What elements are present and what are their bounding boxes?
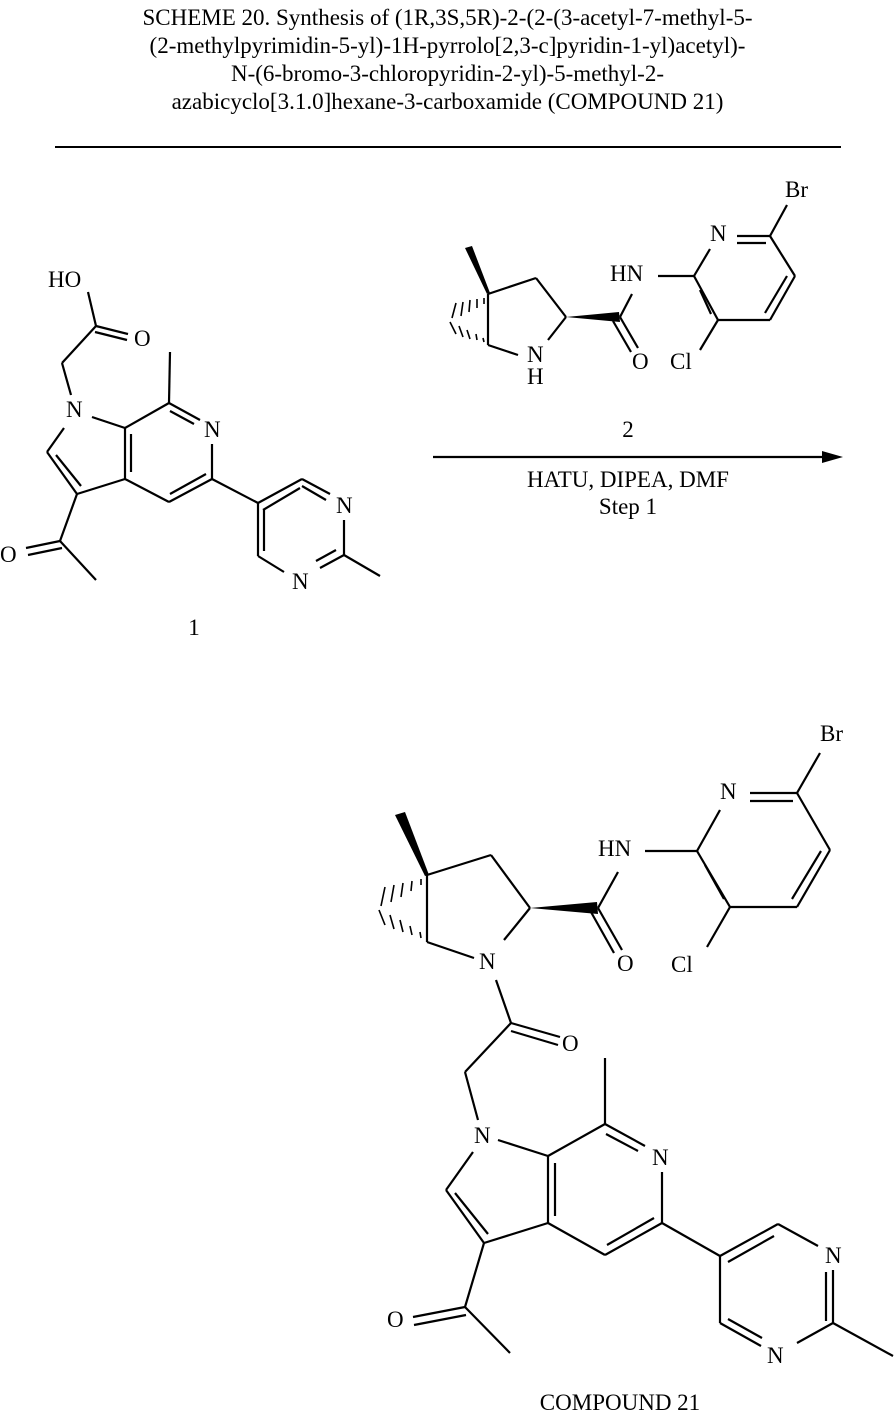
atom-label-O: O — [134, 326, 151, 351]
atom-label-O: O — [617, 951, 634, 976]
atom-label-O: O — [387, 1307, 404, 1332]
atom-label-N: N — [710, 221, 727, 246]
atom-label-N: N — [652, 1145, 669, 1170]
atom-label-Cl: Cl — [670, 349, 692, 374]
compound-1-structure — [25, 291, 381, 581]
reaction-step: Step 1 — [598, 494, 658, 519]
atom-label-N: N — [66, 397, 83, 422]
compound-21-structure — [378, 752, 894, 1357]
atom-label-Br: Br — [785, 177, 808, 202]
atom-label-O: O — [632, 349, 649, 374]
atom-label-N: N — [720, 779, 737, 804]
atom-label-N: N — [292, 569, 309, 594]
atom-label-N: N — [767, 1343, 784, 1368]
title-line: (2-methylpyrimidin-5-yl)-1H-pyrrolo[2,3-… — [149, 33, 746, 58]
atom-label-H: H — [527, 364, 544, 389]
atom-label-O: O — [0, 542, 17, 567]
compound-1-label: 1 — [188, 615, 200, 640]
atom-label-Br: Br — [820, 721, 843, 746]
title-line: azabicyclo[3.1.0]hexane-3-carboxamide (C… — [171, 89, 724, 114]
atom-label-N: N — [825, 1243, 842, 1268]
title-line: SCHEME 20. Synthesis of (1R,3S,5R)-2-(2-… — [142, 5, 753, 30]
title-line: N-(6-bromo-3-chloropyridin-2-yl)-5-methy… — [230, 61, 665, 86]
atom-label-N: N — [527, 342, 544, 367]
atom-label-Cl: Cl — [671, 952, 693, 977]
atom-label-HO: HO — [48, 267, 82, 292]
atom-label-HN: HN — [598, 836, 632, 861]
atom-label-HN: HN — [610, 261, 644, 286]
compound-2-structure — [449, 204, 796, 357]
product-label: COMPOUND 21 — [539, 1390, 701, 1415]
atom-label-N: N — [336, 493, 353, 518]
atom-label-N: N — [204, 417, 221, 442]
reagent-label: 2 — [622, 417, 634, 442]
scheme-title: SCHEME 20. Synthesis of (1R,3S,5R)-2-(2-… — [0, 4, 895, 116]
atom-label-O: O — [562, 1031, 579, 1056]
reaction-conditions: HATU, DIPEA, DMF — [527, 467, 729, 492]
title-divider — [55, 146, 841, 148]
atom-label-N: N — [474, 1123, 491, 1148]
right-arrow-icon — [433, 451, 843, 463]
atom-label-N: N — [479, 949, 496, 974]
